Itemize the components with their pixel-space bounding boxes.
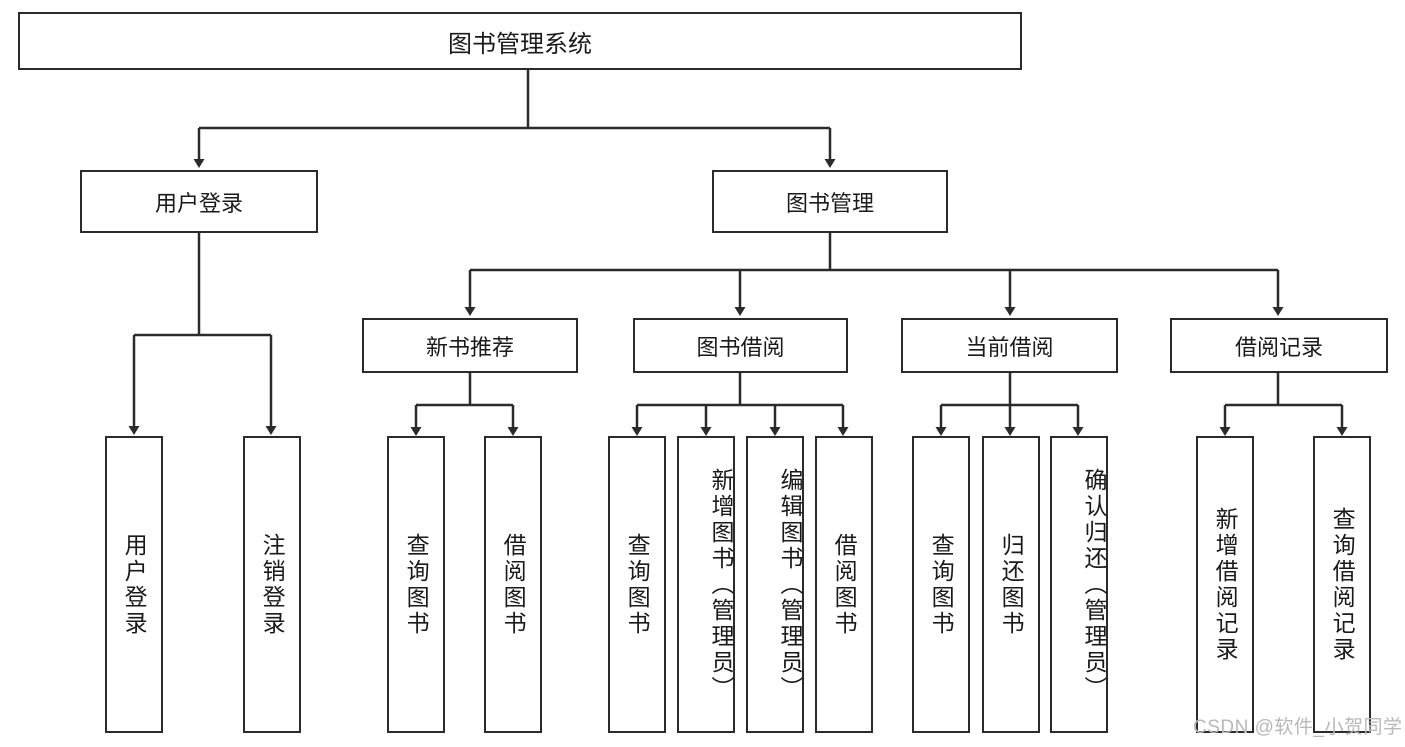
node-leaf-borrow-book[interactable]: 借阅图书: [815, 436, 873, 733]
node-leaf-add-borrow-record-label: 新增借阅记录: [1212, 506, 1239, 663]
node-root-label: 图书管理系统: [448, 30, 592, 58]
node-leaf-borrow-book-rec-label: 借阅图书: [500, 532, 527, 637]
node-book-borrow-label: 图书借阅: [696, 334, 785, 360]
node-borrow-record[interactable]: 借阅记录: [1170, 318, 1388, 373]
node-leaf-query-book-current[interactable]: 查询图书: [912, 436, 970, 733]
node-leaf-query-book-current-label: 查询图书: [928, 532, 955, 637]
node-book-manage-label: 图书管理: [785, 190, 874, 216]
node-leaf-edit-book[interactable]: 编辑图书（管理员）: [746, 436, 804, 733]
node-leaf-add-book-label: 新增图书（管理员）: [708, 467, 734, 702]
node-leaf-borrow-book-rec[interactable]: 借阅图书: [484, 436, 542, 733]
node-root[interactable]: 图书管理系统: [18, 12, 1022, 70]
node-leaf-query-book-borrow[interactable]: 查询图书: [608, 436, 666, 733]
node-leaf-confirm-return[interactable]: 确认归还（管理员）: [1050, 436, 1108, 733]
node-new-book-recommend-label: 新书推荐: [425, 334, 514, 360]
node-leaf-query-book-rec[interactable]: 查询图书: [387, 436, 445, 733]
node-leaf-user-login[interactable]: 用户登录: [105, 436, 163, 733]
node-leaf-borrow-book-label: 借阅图书: [831, 532, 858, 637]
node-leaf-return-book[interactable]: 归还图书: [982, 436, 1040, 733]
node-current-borrow[interactable]: 当前借阅: [901, 318, 1118, 373]
node-leaf-query-borrow-record[interactable]: 查询借阅记录: [1313, 436, 1371, 733]
node-leaf-add-borrow-record[interactable]: 新增借阅记录: [1196, 436, 1254, 733]
node-leaf-user-login-label: 用户登录: [121, 532, 148, 637]
node-leaf-query-borrow-record-label: 查询借阅记录: [1329, 506, 1356, 663]
node-leaf-logout-label: 注销登录: [259, 532, 286, 637]
node-user-login-label: 用户登录: [154, 190, 243, 216]
node-leaf-edit-book-label: 编辑图书（管理员）: [777, 467, 803, 702]
node-leaf-query-book-rec-label: 查询图书: [403, 532, 430, 637]
node-user-login[interactable]: 用户登录: [80, 170, 318, 233]
node-new-book-recommend[interactable]: 新书推荐: [362, 318, 578, 373]
node-leaf-return-book-label: 归还图书: [998, 532, 1025, 637]
watermark-text: CSDN @软件_小贺同学: [1193, 717, 1403, 738]
node-book-borrow[interactable]: 图书借阅: [633, 318, 848, 373]
node-borrow-record-label: 借阅记录: [1234, 334, 1323, 360]
node-book-manage[interactable]: 图书管理: [712, 170, 948, 233]
node-leaf-query-book-borrow-label: 查询图书: [624, 532, 651, 637]
node-leaf-confirm-return-label: 确认归还（管理员）: [1081, 467, 1107, 702]
node-current-borrow-label: 当前借阅: [965, 334, 1054, 360]
node-leaf-logout[interactable]: 注销登录: [243, 436, 301, 733]
node-leaf-add-book[interactable]: 新增图书（管理员）: [677, 436, 735, 733]
